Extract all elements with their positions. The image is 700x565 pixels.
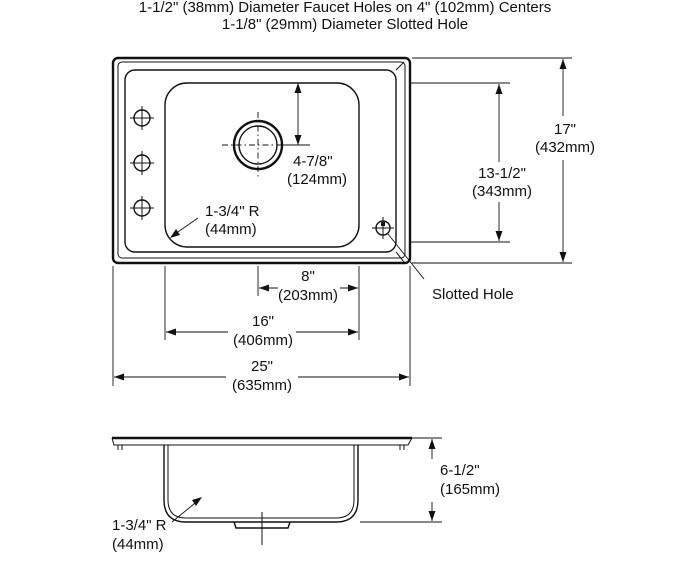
side-bowl-inner	[167, 445, 355, 519]
corner-radius-side-leader	[171, 497, 202, 523]
overall-front-back-metric: (432mm)	[535, 139, 595, 156]
header-notes: 1-1/2" (38mm) Diameter Faucet Holes on 4…	[139, 0, 551, 33]
bowl-front-back-metric: (343mm)	[472, 183, 532, 200]
faucet-hole-note: 1-1/2" (38mm) Diameter Faucet Holes on 4…	[139, 0, 551, 16]
corner-radius-top-metric: (44mm)	[205, 221, 257, 238]
faucet-hole-2	[130, 151, 154, 175]
corner-radius-side-imperial: 1-3/4" R	[112, 517, 167, 534]
bowl-width-metric: (406mm)	[233, 332, 293, 349]
slotted-hole-leader	[387, 233, 425, 280]
overall-front-back-imperial: 17"	[554, 121, 576, 138]
drain-half-width-metric: (203mm)	[278, 287, 338, 304]
rim-corner-detail	[395, 61, 405, 71]
dim-overall-width	[114, 373, 409, 381]
dim-bowl-front-back	[411, 82, 510, 243]
dim-bowl-depth	[360, 437, 442, 523]
sink-top-view: 4-7/8" (124mm) 1-3/4" R (44mm) 13-1/2" (…	[111, 56, 595, 394]
drain-offset-metric: (124mm)	[287, 171, 347, 188]
dim-bowl-width	[166, 328, 358, 336]
dim-drain-half-width	[259, 284, 358, 292]
bowl-depth-imperial: 6-1/2"	[440, 462, 480, 479]
sink-rim-outer	[111, 56, 412, 265]
bowl-depth-metric: (165mm)	[440, 481, 500, 498]
slotted-hole-note: 1-1/8" (29mm) Diameter Slotted Hole	[222, 16, 468, 33]
corner-radius-top-leader	[170, 217, 199, 238]
faucet-hole-3	[130, 196, 154, 220]
overall-width-metric: (635mm)	[232, 377, 292, 394]
side-rim-lip	[111, 437, 413, 446]
side-bowl-outline	[163, 445, 359, 523]
overall-width-imperial: 25"	[251, 358, 273, 375]
rim-corner-detail	[395, 251, 405, 263]
slotted-hole-label: Slotted Hole	[432, 286, 514, 303]
faucet-hole-1	[130, 106, 154, 130]
sink-rim-inner	[117, 61, 406, 259]
bowl-width-imperial: 16"	[252, 313, 274, 330]
sink-side-view: 6-1/2" (165mm) 1-3/4" R (44mm)	[111, 436, 500, 553]
slotted-hole	[372, 217, 394, 239]
drain-half-width-imperial: 8"	[301, 268, 315, 285]
side-rim-clips	[117, 445, 405, 450]
bowl-front-back-imperial: 13-1/2"	[478, 165, 526, 182]
sink-deck-inner	[124, 69, 397, 253]
dim-overall-front-back	[412, 57, 572, 264]
dim-drain-offset	[282, 83, 310, 146]
corner-radius-side-metric: (44mm)	[112, 536, 164, 553]
drain-offset-imperial: 4-7/8"	[293, 153, 333, 170]
corner-radius-top-imperial: 1-3/4" R	[205, 203, 260, 220]
bowl-outline	[164, 82, 360, 248]
